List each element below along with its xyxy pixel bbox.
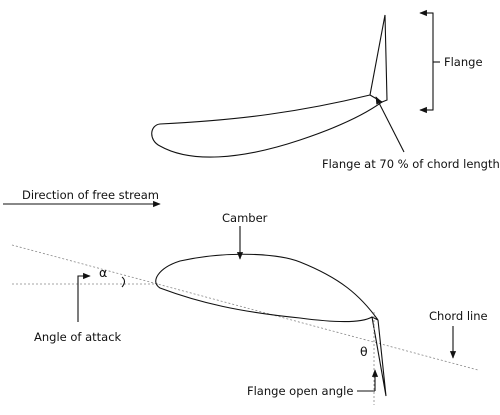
- flange-bracket: [420, 12, 434, 111]
- alpha-symbol: α: [99, 265, 107, 280]
- chord-line-label: Chord line: [429, 309, 488, 323]
- theta-symbol: θ: [360, 344, 368, 359]
- flange-open-angle-label: Flange open angle: [247, 384, 353, 398]
- bottom-airfoil-outline: [155, 253, 379, 323]
- chord-line: [11, 244, 479, 371]
- angle-of-attack-label: Angle of attack: [34, 330, 122, 344]
- top-airfoil-outline: [151, 94, 384, 158]
- free-stream-label: Direction of free stream: [22, 188, 159, 202]
- flange-position-label: Flange at 70 % of chord length: [322, 157, 500, 171]
- flange-label: Flange: [444, 55, 483, 69]
- flange-position-arrow: [375, 96, 405, 153]
- top-flange: [369, 14, 388, 103]
- angle-of-attack-leader: [77, 272, 91, 322]
- camber-label: Camber: [222, 211, 268, 225]
- bottom-flange: [371, 316, 387, 397]
- alpha-angle-arc: [121, 276, 126, 288]
